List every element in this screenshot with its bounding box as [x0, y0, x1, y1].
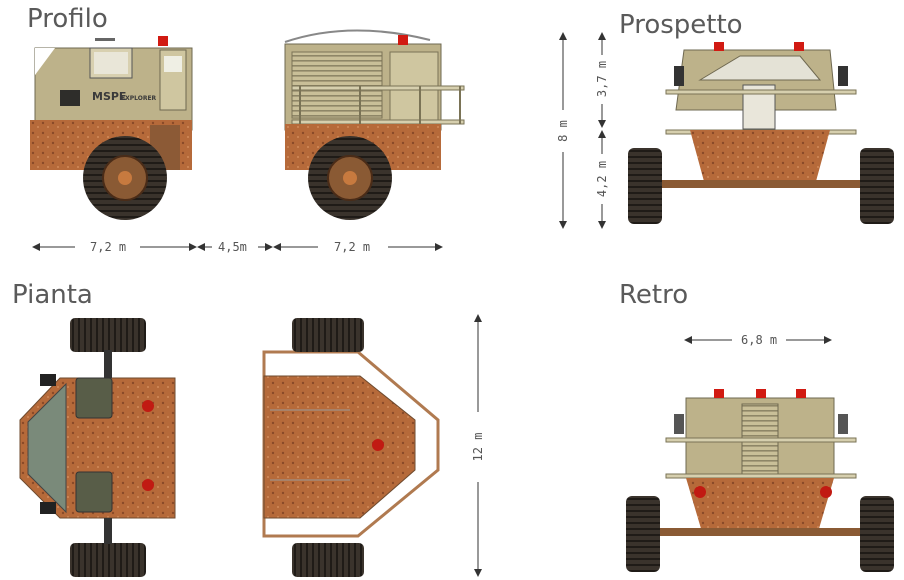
plan-front-unit: [19, 318, 176, 577]
front-view-vehicle: [628, 42, 894, 224]
rear-view-title: Retro: [619, 280, 689, 310]
vehicle-model-label: EXPLORER: [121, 95, 157, 102]
profile-front-wheel: [83, 136, 167, 220]
plan-rear-unit: [262, 318, 440, 577]
plan-view-title: Pianta: [12, 280, 93, 310]
dim-rear-width: 6,8 m: [741, 333, 778, 347]
dim-total-height: 8 m: [556, 120, 570, 142]
profile-front-unit: [30, 36, 193, 170]
vehicle-brand-label: MSPE: [92, 90, 126, 103]
front-dimension-lines: [559, 32, 606, 229]
profile-view-title: Profilo: [27, 4, 108, 34]
rear-view-vehicle: [626, 389, 894, 572]
profile-rear-unit: [284, 29, 465, 170]
dim-gap: 4,5m: [218, 240, 247, 254]
dim-upper-height: 3,7 m: [595, 60, 609, 98]
dim-plan-length: 12 m: [471, 432, 485, 462]
dim-front-length: 7,2 m: [90, 240, 127, 254]
front-view-title: Prospetto: [619, 10, 743, 40]
dim-lower-height: 4,2 m: [595, 160, 609, 198]
profile-rear-wheel: [308, 136, 392, 220]
dim-rear-length: 7,2 m: [334, 240, 371, 254]
